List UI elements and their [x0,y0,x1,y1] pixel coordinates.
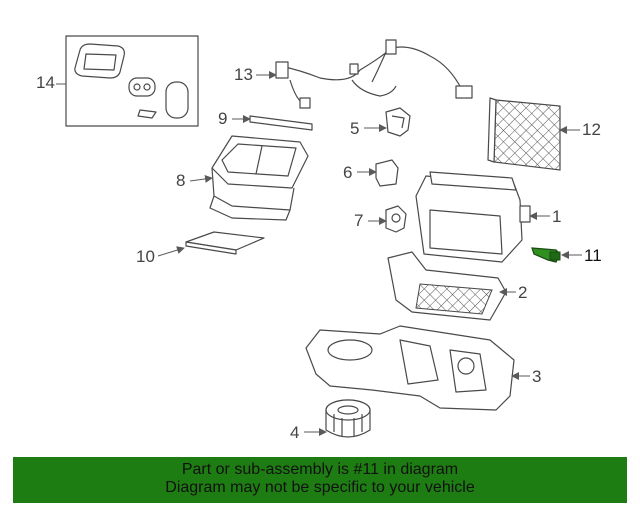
part-13-wiring-harness[interactable] [275,39,473,109]
part-11-sensor[interactable] [531,247,561,263]
callout-11: 11 [584,246,602,265]
callout-13: 13 [234,65,253,84]
callout-12: 12 [582,120,601,139]
parts-diagram: 14 13 9 5 6 7 12 [36,35,602,442]
part-1-evaporator-case[interactable] [415,171,531,263]
callout-9: 9 [218,109,227,128]
callout-4: 4 [290,423,299,442]
part-9-seal-strip[interactable] [249,115,313,131]
callout-10: 10 [136,247,155,266]
part-12-filter-screen[interactable] [487,97,561,171]
callout-14: 14 [36,73,55,92]
part-4-blower-motor[interactable] [325,399,371,438]
callout-2: 2 [518,283,527,302]
callout-8: 8 [176,171,185,190]
part-8-housing[interactable] [209,135,309,221]
callout-3: 3 [532,367,541,386]
callout-1: 1 [552,207,561,226]
callout-6: 6 [343,163,352,182]
part-6-module[interactable] [375,159,399,187]
callout-7: 7 [354,211,363,230]
part-2-heater-core[interactable] [387,251,507,321]
part-3-lower-case[interactable] [305,325,515,411]
info-banner: Part or sub-assembly is #11 in diagram D… [13,457,627,503]
callout-5: 5 [350,119,359,138]
part-14-seal-kit[interactable] [65,35,199,127]
part-5-actuator[interactable] [385,107,411,137]
banner-line-2: Diagram may not be specific to your vehi… [165,479,475,496]
banner-line-1: Part or sub-assembly is #11 in diagram [181,461,459,478]
part-10-cabin-filter[interactable] [185,231,265,255]
part-7-actuator[interactable] [385,205,407,233]
